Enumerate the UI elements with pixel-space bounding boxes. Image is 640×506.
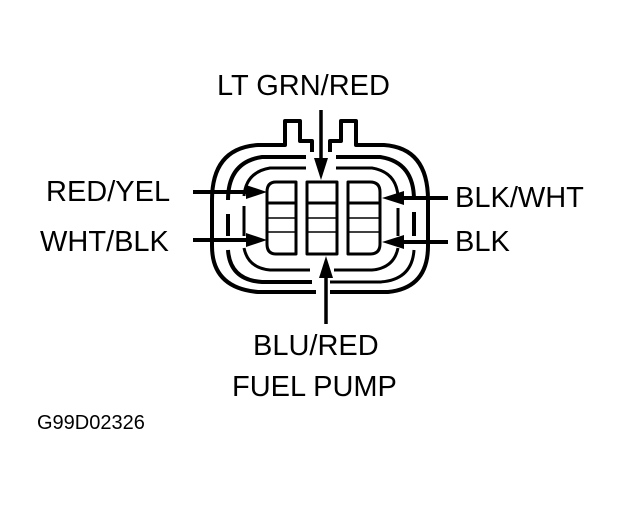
terminal-cavity-left [265,180,298,256]
arrow-left-lower [193,233,267,247]
label-left-upper-wire: RED/YEL [46,176,171,208]
label-right-lower-wire: BLK [455,226,510,258]
terminal-cavity-center [305,180,339,256]
figure-id: G99D02326 [37,412,145,434]
label-right-upper-wire: BLK/WHT [455,182,584,214]
connector-housing-outer [210,119,316,294]
arrow-right-upper [382,191,448,205]
arrow-bottom [319,256,333,324]
arrow-top [314,110,328,180]
label-top-wire: LT GRN/RED [217,70,390,102]
arrow-right-lower [382,235,448,249]
label-left-lower-wire: WHT/BLK [40,226,169,258]
label-component-name: FUEL PUMP [232,371,397,403]
label-bottom-wire: BLU/RED [253,330,379,362]
terminal-cavity-right [346,180,382,256]
arrow-left-upper [193,185,267,199]
